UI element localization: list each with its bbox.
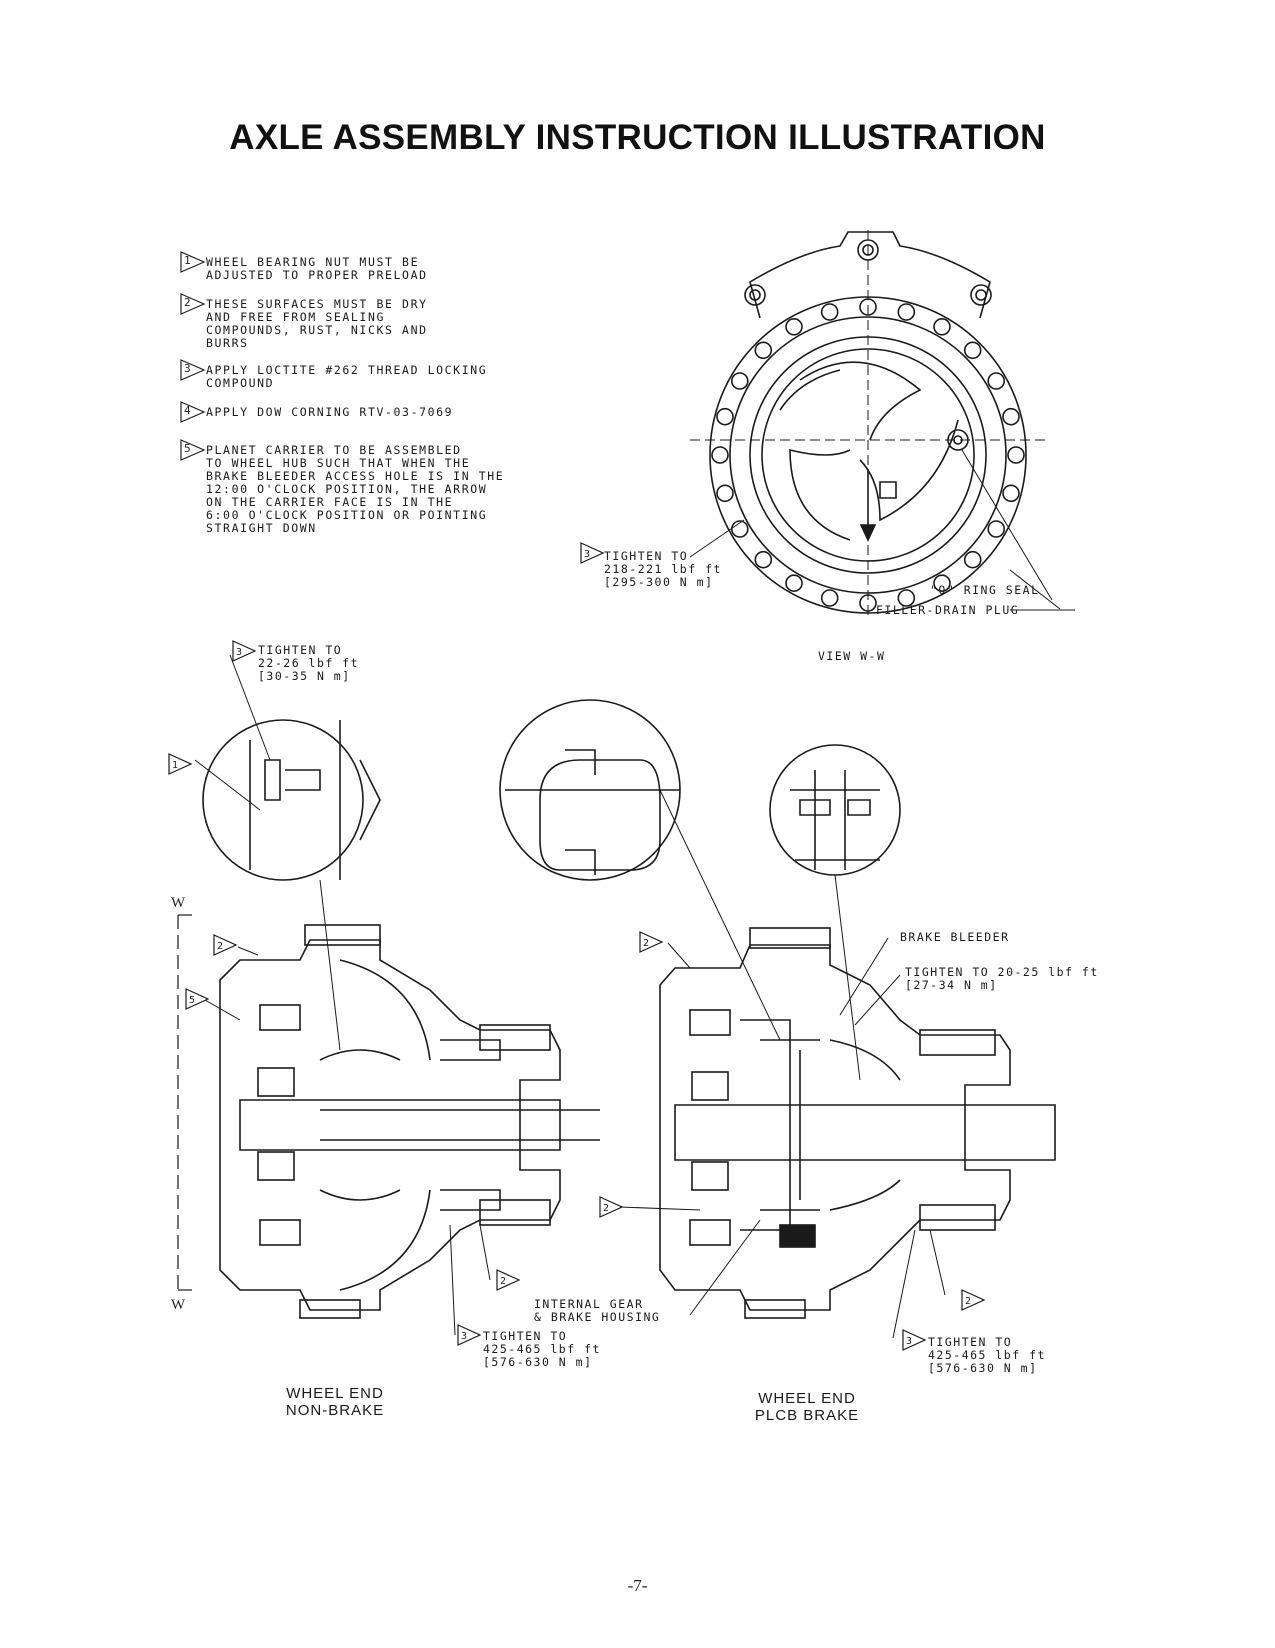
svg-text:2: 2 — [500, 1276, 506, 1287]
torque-callout-view: TIGHTEN TO 218-221 lbf ft [295-300 N m] — [604, 549, 722, 589]
view-label: VIEW W-W — [818, 649, 886, 663]
page-number: -7- — [627, 1576, 648, 1595]
svg-text:2: 2 — [603, 1203, 609, 1214]
bolt-hole — [963, 550, 982, 569]
o-ring-seal-label: "O" RING SEAL — [930, 583, 1040, 597]
note-3-marker: 3 — [180, 359, 206, 381]
note-2-marker: 2 — [180, 293, 206, 315]
bolt-hole — [730, 520, 749, 538]
svg-text:3: 3 — [906, 1336, 912, 1347]
bolt-hole — [987, 520, 1006, 538]
svg-text:2: 2 — [217, 941, 223, 952]
svg-text:5: 5 — [189, 995, 195, 1006]
bolt-hole — [933, 574, 951, 593]
brake-bleeder-label: BRAKE BLEEDER — [900, 930, 1010, 944]
torque-callout-left-bottom: TIGHTEN TO 425-465 lbf ft [576-630 N m] — [483, 1329, 601, 1369]
wheel-end-non-brake-drawing — [219, 924, 600, 1319]
view-w-w-flange — [709, 231, 1027, 614]
page-title: AXLE ASSEMBLY INSTRUCTION ILLUSTRATION — [229, 118, 1046, 157]
note-5-marker: 5 — [180, 439, 206, 461]
torque-callout-bleeder: TIGHTEN TO 20-25 lbf ft [27-34 N m] — [905, 965, 1099, 992]
svg-text:3: 3 — [461, 1331, 467, 1342]
wheel-end-plcb-brake-drawing — [659, 927, 1056, 1319]
section-mark-bottom: W — [171, 1297, 186, 1313]
bolt-hole — [1002, 407, 1020, 426]
internal-gear-label: INTERNAL GEAR & BRAKE HOUSING — [534, 1297, 661, 1324]
bolt-hole — [933, 317, 951, 336]
torque-callout-left-top: TIGHTEN TO 22-26 lbf ft [30-35 N m] — [258, 643, 360, 683]
svg-text:2: 2 — [965, 1296, 971, 1307]
svg-text:1: 1 — [172, 760, 178, 771]
note-1-text: WHEEL BEARING NUT MUST BE ADJUSTED TO PR… — [206, 255, 428, 282]
svg-text:3: 3 — [584, 549, 590, 560]
bolt-hole — [730, 372, 749, 390]
bolt-hole — [1002, 484, 1020, 503]
caption-non-brake: WHEEL END NON-BRAKE — [285, 1385, 385, 1419]
bolt-hole — [754, 550, 773, 569]
bolt-hole — [716, 407, 734, 426]
note-4-text: APPLY DOW CORNING RTV-03-7069 — [206, 405, 454, 419]
section-mark-top: W — [171, 895, 186, 911]
note-3-text: APPLY LOCTITE #262 THREAD LOCKING COMPOU… — [206, 363, 488, 390]
note-2-text: THESE SURFACES MUST BE DRY AND FREE FROM… — [206, 297, 428, 350]
note-5-text: PLANET CARRIER TO BE ASSEMBLED TO WHEEL … — [206, 443, 505, 535]
bolt-hole — [711, 446, 729, 464]
bolt-hole — [987, 372, 1006, 390]
caption-plcb-brake: WHEEL END PLCB BRAKE — [754, 1390, 860, 1424]
svg-text:2: 2 — [643, 938, 649, 949]
bolt-hole — [963, 341, 982, 360]
note-1-marker: 1 — [180, 251, 206, 273]
bolt-hole — [754, 341, 773, 360]
torque-callout-right-bottom: TIGHTEN TO 425-465 lbf ft [576-630 N m] — [928, 1335, 1046, 1375]
bolt-hole — [897, 303, 916, 321]
bolt-hole — [716, 484, 734, 503]
bolt-hole — [820, 303, 839, 321]
bolt-hole — [785, 574, 803, 593]
bolt-hole — [785, 317, 803, 336]
bolt-hole — [1007, 446, 1025, 464]
bolt-hole — [897, 589, 916, 607]
note-4-marker: 4 — [180, 401, 206, 423]
bolt-hole — [820, 589, 839, 607]
svg-text:3: 3 — [236, 647, 242, 658]
filler-drain-plug-label: FILLER-DRAIN PLUG — [876, 603, 1020, 617]
